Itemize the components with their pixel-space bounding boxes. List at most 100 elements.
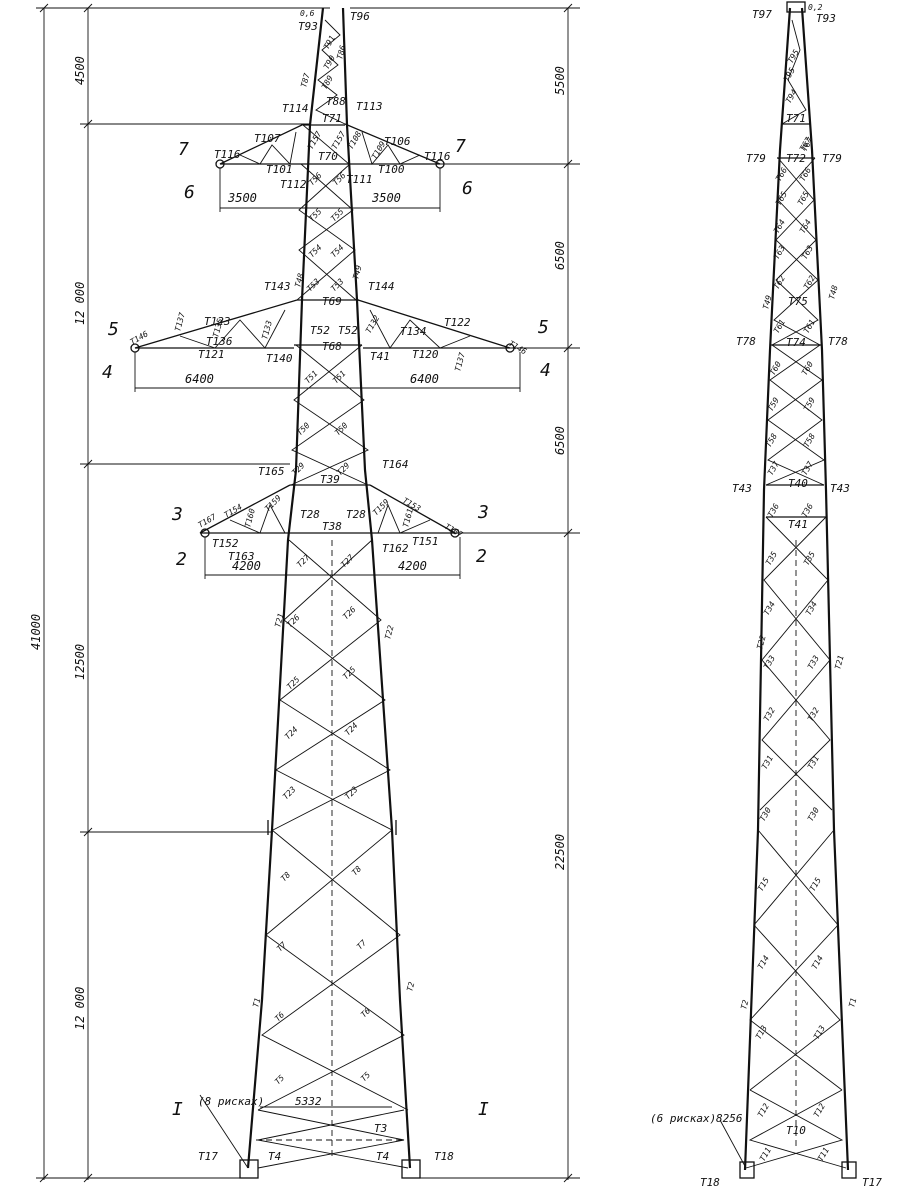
member-label: Т6 [359,1006,372,1019]
member-label: Т123 [204,315,231,328]
dim-label: 12 000 [73,987,87,1030]
member-label: Т95 [786,48,801,65]
arm-span-dim: 4200 [232,559,261,573]
member-label: Т2 [739,999,750,1011]
left-dimension-chain [36,3,330,1183]
member-label: Т33 [806,654,821,671]
member-label: Т100 [378,163,405,176]
member-label: Т72 [786,152,806,165]
member-label: Т17 [198,1150,218,1163]
member-label: Т86 [335,44,347,60]
member-label: Т54 [329,243,346,260]
member-label: Т109 [370,140,388,161]
member-label: Т3 [374,1122,387,1135]
member-label: Т51 [303,369,320,386]
member-label: Т165 [258,465,285,478]
member-label: Т151 [412,535,439,548]
member-label: Т24 [283,725,300,742]
left-tower-feet [199,1094,421,1179]
member-label: Т33 [762,654,777,671]
member-label: Т60 [800,360,815,377]
member-label: Т15 [808,876,823,893]
dim-label: 12500 [73,644,87,680]
member-label: Т48 [827,284,839,300]
member-label: Т1 [251,997,262,1009]
member-label: Т162 [382,542,409,555]
member-label: Т50 [333,421,350,438]
section-mark: 6 [462,178,473,199]
member-label: Т55 [307,207,324,224]
member-label: Т87 [299,72,311,88]
member-label: Т91 [322,34,337,51]
section-mark: 4 [102,362,113,383]
dim-label: 5500 [553,66,567,95]
member-label: Т40 [788,477,808,490]
member-label: Т48 [293,272,305,288]
member-label: Т95 [782,66,797,83]
member-label: Т69 [322,295,342,308]
member-label: Т146 [507,339,528,357]
member-label: Т101 [266,163,293,176]
dim-label: 22500 [553,834,567,870]
member-label: Т8 [350,864,363,877]
member-label: Т43 [830,482,850,495]
member-label: Т75 [788,295,808,308]
member-label: Т137 [453,351,467,372]
top-label: Т93 [298,20,318,33]
member-label: Т74 [786,336,806,349]
member-label: Т144 [368,280,395,293]
member-label: Т94 [784,88,799,105]
left-tower-legs [246,7,412,1169]
member-label: Т52 [338,324,358,337]
member-label: Т26 [285,613,302,630]
member-label: Т134 [400,325,427,338]
member-label: Т79 [822,152,842,165]
member-label: Т116 [214,148,241,161]
member-label: Т14 [810,954,825,971]
section-mark: 3 [171,504,183,525]
member-label: Т11 [816,1146,831,1163]
member-label: Т31 [806,754,821,771]
member-label: Т79 [746,152,766,165]
member-label: Т29 [290,461,307,478]
member-label: Т7 [275,940,288,953]
member-label: Т143 [264,280,291,293]
section-mark: I [172,1099,183,1120]
section-mark: 5 [108,319,119,340]
member-label: Т65 [774,190,789,207]
member-label: Т7 [355,938,368,951]
right-dimension-chain [350,3,580,1183]
member-label: Т37 [800,460,815,477]
member-label: Т43 [732,482,752,495]
member-label: Т10 [786,1124,806,1137]
section-mark: 2 [176,549,187,570]
member-label: Т34 [804,600,819,617]
member-label: Т132 [364,314,382,335]
base-note: (6 рисках) [650,1112,716,1125]
member-label: Т161 [401,508,415,529]
member-label: Т37 [766,460,781,477]
member-label: Т12 [756,1102,771,1119]
member-label: Т2 [405,981,416,993]
member-label: Т27 [339,553,356,570]
member-label: Т8 [279,870,292,883]
section-mark: I [478,1099,489,1120]
member-label: Т25 [285,675,302,692]
member-label: Т137 [173,311,187,332]
member-label: Т53 [305,277,322,294]
member-label: Т111 [346,173,373,186]
arm-span-dim: 4200 [398,559,427,573]
member-label: Т32 [806,706,821,723]
member-label: Т122 [444,316,471,329]
member-label: Т53 [329,277,346,294]
member-label: Т106 [384,135,411,148]
left-tower-arms [130,123,515,538]
member-label: Т17 [862,1176,882,1187]
member-label: Т159 [371,497,391,517]
member-label: Т15 [756,876,771,893]
member-label: Т22 [755,634,767,650]
member-label: Т22 [383,624,395,640]
member-label: Т64 [798,218,813,235]
member-label: Т58 [802,432,817,449]
dim-label: 6500 [553,241,567,270]
